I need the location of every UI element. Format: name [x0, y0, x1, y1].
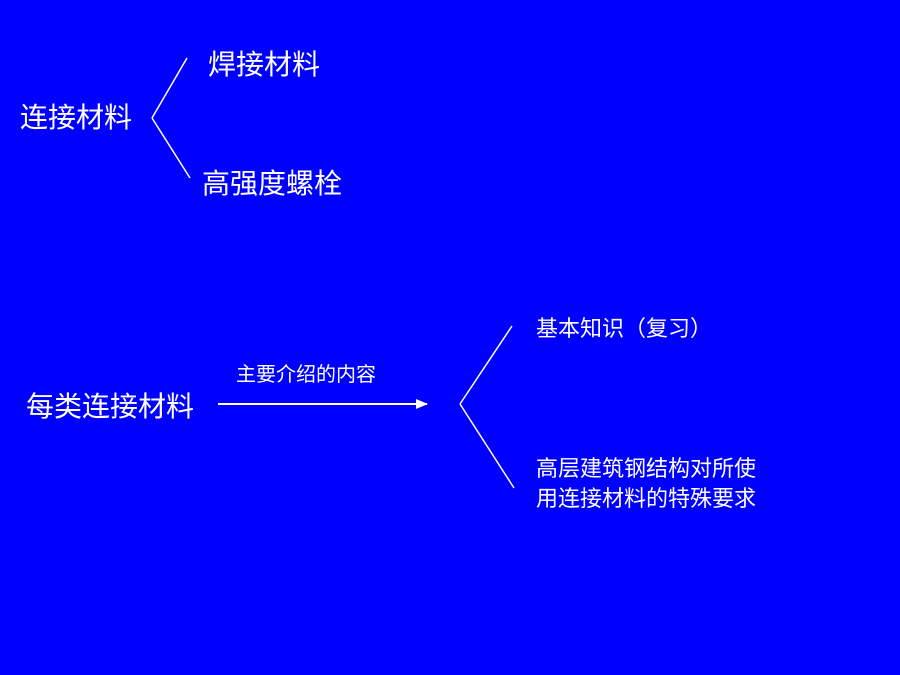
top-root-label: 连接材料: [20, 101, 133, 134]
top-bracket-lower-line: [151, 117, 191, 179]
arrow-label: 主要介绍的内容: [236, 362, 376, 386]
top-branch-welding-label: 焊接材料: [208, 48, 321, 81]
bottom-branch-special-requirements: 高层建筑钢结构对所使 用连接材料的特殊要求: [536, 455, 756, 515]
bottom-bracket-lower-line: [459, 403, 515, 489]
bottom-bracket-upper-line: [459, 325, 513, 405]
special-requirements-line-1: 高层建筑钢结构对所使: [536, 457, 757, 482]
bottom-branch-basics-label: 基本知识（复习）: [536, 317, 713, 342]
top-branch-bolt-label: 高强度螺栓: [202, 167, 343, 200]
special-requirements-line-2: 用连接材料的特殊要求: [536, 487, 757, 512]
top-bracket-upper-line: [151, 57, 188, 119]
bottom-root-label: 每类连接材料: [26, 390, 195, 423]
